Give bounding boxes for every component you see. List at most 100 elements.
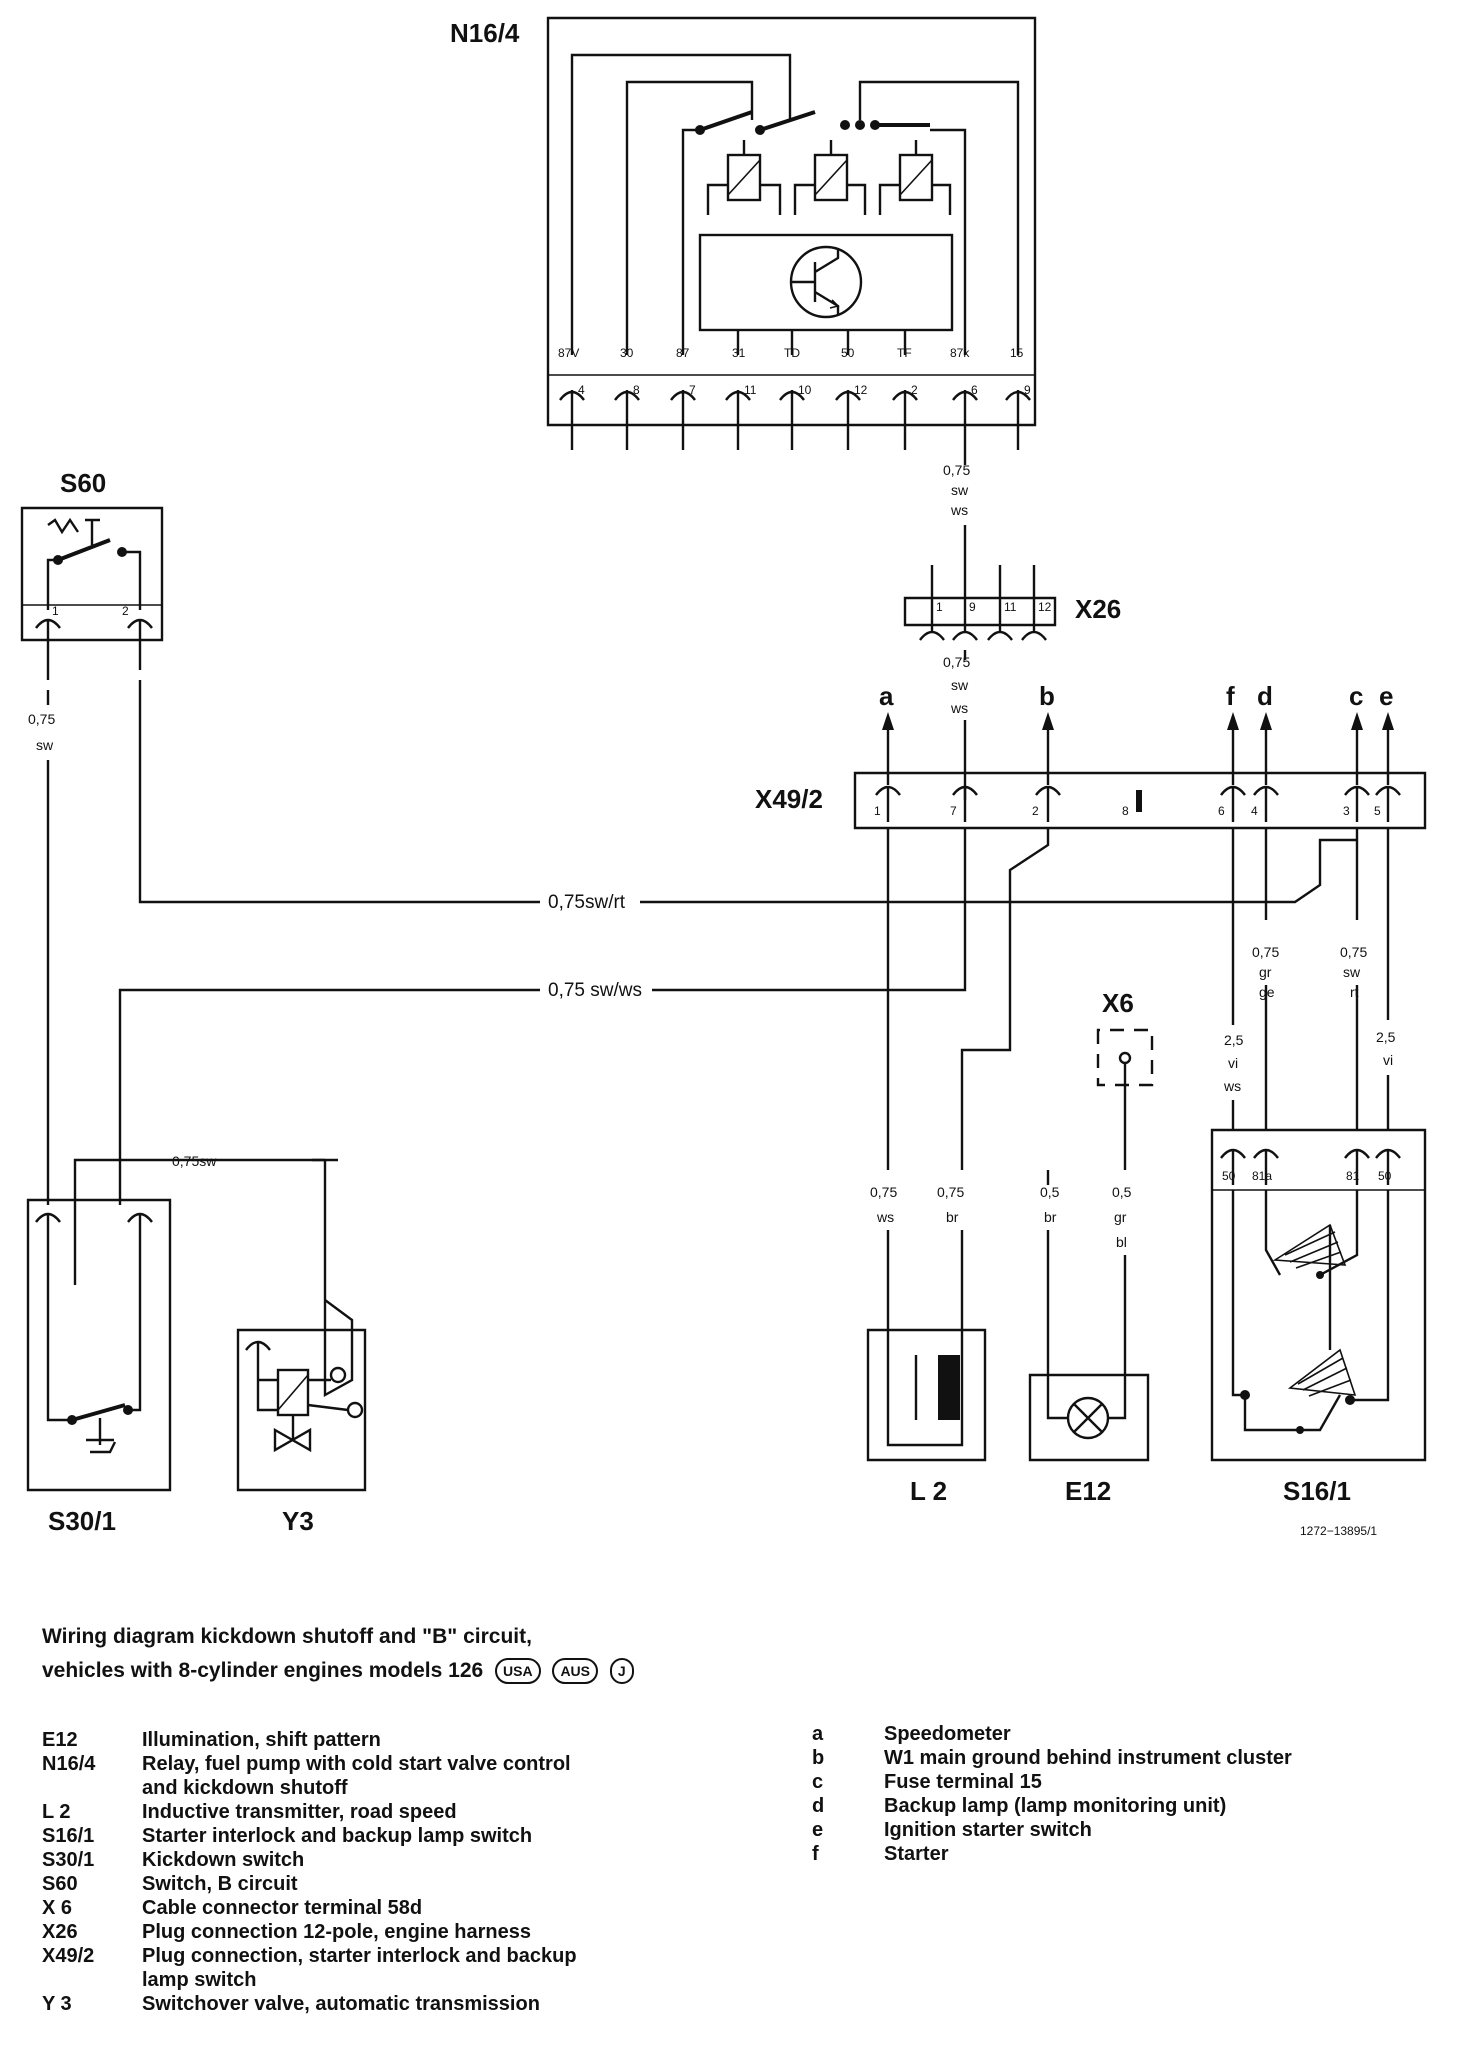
wire-label-relay-out: 0,75 sw ws: [943, 462, 970, 518]
legend-desc: Plug connection, starter interlock and b…: [142, 1945, 577, 1967]
wire-label-f: 2,5 vi ws: [1223, 1032, 1244, 1094]
legend-components: E12 Illumination, shift pattern N16/4 Rela…: [42, 1728, 822, 2016]
badge-j: J: [609, 1658, 634, 1685]
wire-label-text: ws: [1223, 1078, 1241, 1094]
legend-code: N16/4: [42, 1753, 96, 1775]
wire-label-text: ge: [1259, 984, 1275, 1000]
x49-pin-number: 2: [1032, 804, 1039, 818]
x49-pin-number: 4: [1251, 804, 1258, 818]
relay-pin-number: 4: [578, 383, 585, 397]
legend-code: Y 3: [42, 1993, 72, 2015]
wire-label-text: gr: [1259, 964, 1272, 980]
legend-row: X26 Plug connection 12-pole, engine harne…: [42, 1920, 822, 1944]
wire-label-text: br: [1044, 1209, 1057, 1225]
wire-label-text: bl: [1116, 1234, 1127, 1250]
label-x49-2: X49/2: [755, 784, 823, 814]
legend-desc: Relay, fuel pump with cold start valve c…: [142, 1753, 571, 1775]
legend-code: f: [812, 1843, 819, 1865]
label-e12: E12: [1065, 1476, 1111, 1506]
legend-desc: Cable connector terminal 58d: [142, 1897, 423, 1919]
diagram-caption: Wiring diagram kickdown shutoff and "B" …: [42, 1620, 1042, 1688]
s16-terminal: 50: [1378, 1169, 1392, 1183]
legend-code: X26: [42, 1921, 78, 1943]
connector-x49-2: X49/2 1 7 2 8 6 4 3 5: [755, 712, 1427, 830]
legend-code: c: [812, 1771, 824, 1793]
wire-label-text: sw: [951, 677, 969, 693]
relay-pin-number: 11: [744, 383, 757, 397]
legend-desc: Ignition starter switch: [884, 1819, 1092, 1841]
legend-code: [42, 1968, 142, 1992]
legend-code: X49/2: [42, 1945, 95, 1967]
relay-pin-number: 9: [1024, 383, 1031, 397]
relay-pin-number: 8: [633, 383, 640, 397]
relay-pin-number: 2: [911, 383, 918, 397]
relay-terminal-label: 87: [676, 346, 690, 360]
relay-pin-number: 10: [798, 383, 812, 397]
label-s16-1: S16/1: [1283, 1476, 1351, 1506]
legend-desc: Plug connection 12-pole, engine harness: [142, 1921, 531, 1943]
arrow-letter: a: [879, 681, 894, 711]
relay-terminal-label: 15: [1010, 346, 1024, 360]
wire-label-text: vi: [1228, 1055, 1238, 1071]
caption-line-1: Wiring diagram kickdown shutoff and "B" …: [42, 1625, 532, 1648]
wire-label-text: gr: [1114, 1209, 1127, 1225]
valve-y3: Y3: [236, 1158, 367, 1536]
connector-x6: X6: [1096, 988, 1154, 1170]
wire-label-sw-rt: 0,75sw/rt: [548, 892, 626, 913]
wire-label-x26-out: 0,75 sw ws: [943, 654, 970, 716]
relay-terminal-label: 30: [620, 346, 634, 360]
legend-code: X 6: [42, 1897, 73, 1919]
wire-label-l2-b: 0,75 br: [937, 1184, 964, 1225]
relay-terminal-label: TF: [897, 346, 912, 360]
legend-code: S30/1: [42, 1849, 95, 1871]
sensor-l2: L 2: [866, 1328, 987, 1506]
arrow-letter: c: [1349, 681, 1363, 711]
wire-label-text: 0,5: [1040, 1184, 1060, 1200]
arrow-letter: d: [1257, 681, 1273, 711]
wire-label-d: 0,75 gr ge: [1252, 944, 1279, 1000]
wire-label-text: 0,75: [870, 1184, 897, 1200]
relay-pins: [559, 390, 1031, 465]
legend-desc: Inductive transmitter, road speed: [142, 1801, 457, 1823]
x26-pin-number: 12: [1038, 600, 1052, 614]
wire-label-text: ws: [950, 700, 968, 716]
label-x6: X6: [1102, 988, 1134, 1018]
relay-pin-numbers: 4 8 7 11 10 12 2 6 9: [578, 383, 1031, 397]
wire-label-sw-ws: 0,75 sw/ws: [548, 980, 642, 1001]
legend-row: X 6 Cable connector terminal 58d: [42, 1896, 822, 1920]
wire-label-text: 0,75: [1340, 944, 1367, 960]
s16-terminal: 50: [1222, 1169, 1236, 1183]
x49-pin-number: 5: [1374, 804, 1381, 818]
x49-pin-number: 3: [1343, 804, 1350, 818]
relay-terminal-label: 87k: [950, 346, 970, 360]
relay-terminal-labels: 87V 30 87 31 TD 50 TF 87k 15: [558, 346, 1024, 360]
wire-label-text: ws: [876, 1209, 894, 1225]
wire-label-text: ws: [950, 502, 968, 518]
legend-desc: Illumination, shift pattern: [142, 1729, 381, 1751]
s16-terminal: 81a: [1252, 1169, 1272, 1183]
legend-code: S60: [42, 1873, 78, 1895]
label-s30-1: S30/1: [48, 1506, 116, 1536]
wire-label-s30-y3: 0,75sw: [172, 1153, 217, 1169]
x49-pin-number: 8: [1122, 804, 1129, 818]
s60-pin-number: 1: [52, 604, 59, 618]
lamp-e12: E12: [1028, 1373, 1150, 1506]
relay-n16-4: N16/4: [450, 16, 1037, 427]
legend-desc: Backup lamp (lamp monitoring unit): [884, 1795, 1227, 1817]
legend-desc: Speedometer: [884, 1723, 1011, 1745]
legend-code: E12: [42, 1729, 78, 1751]
label-x26: X26: [1075, 594, 1121, 624]
arrow-letter: f: [1226, 681, 1235, 711]
x49-pin-number: 7: [950, 804, 957, 818]
wire-label-e12-b: 0,5 gr bl: [1112, 1184, 1132, 1250]
legend-row: X49/2 Plug connection, starter interlock …: [42, 1944, 822, 1968]
wire-label-s60-out: 0,75 sw: [28, 711, 55, 753]
wire-label-text: 0,75: [943, 654, 970, 670]
